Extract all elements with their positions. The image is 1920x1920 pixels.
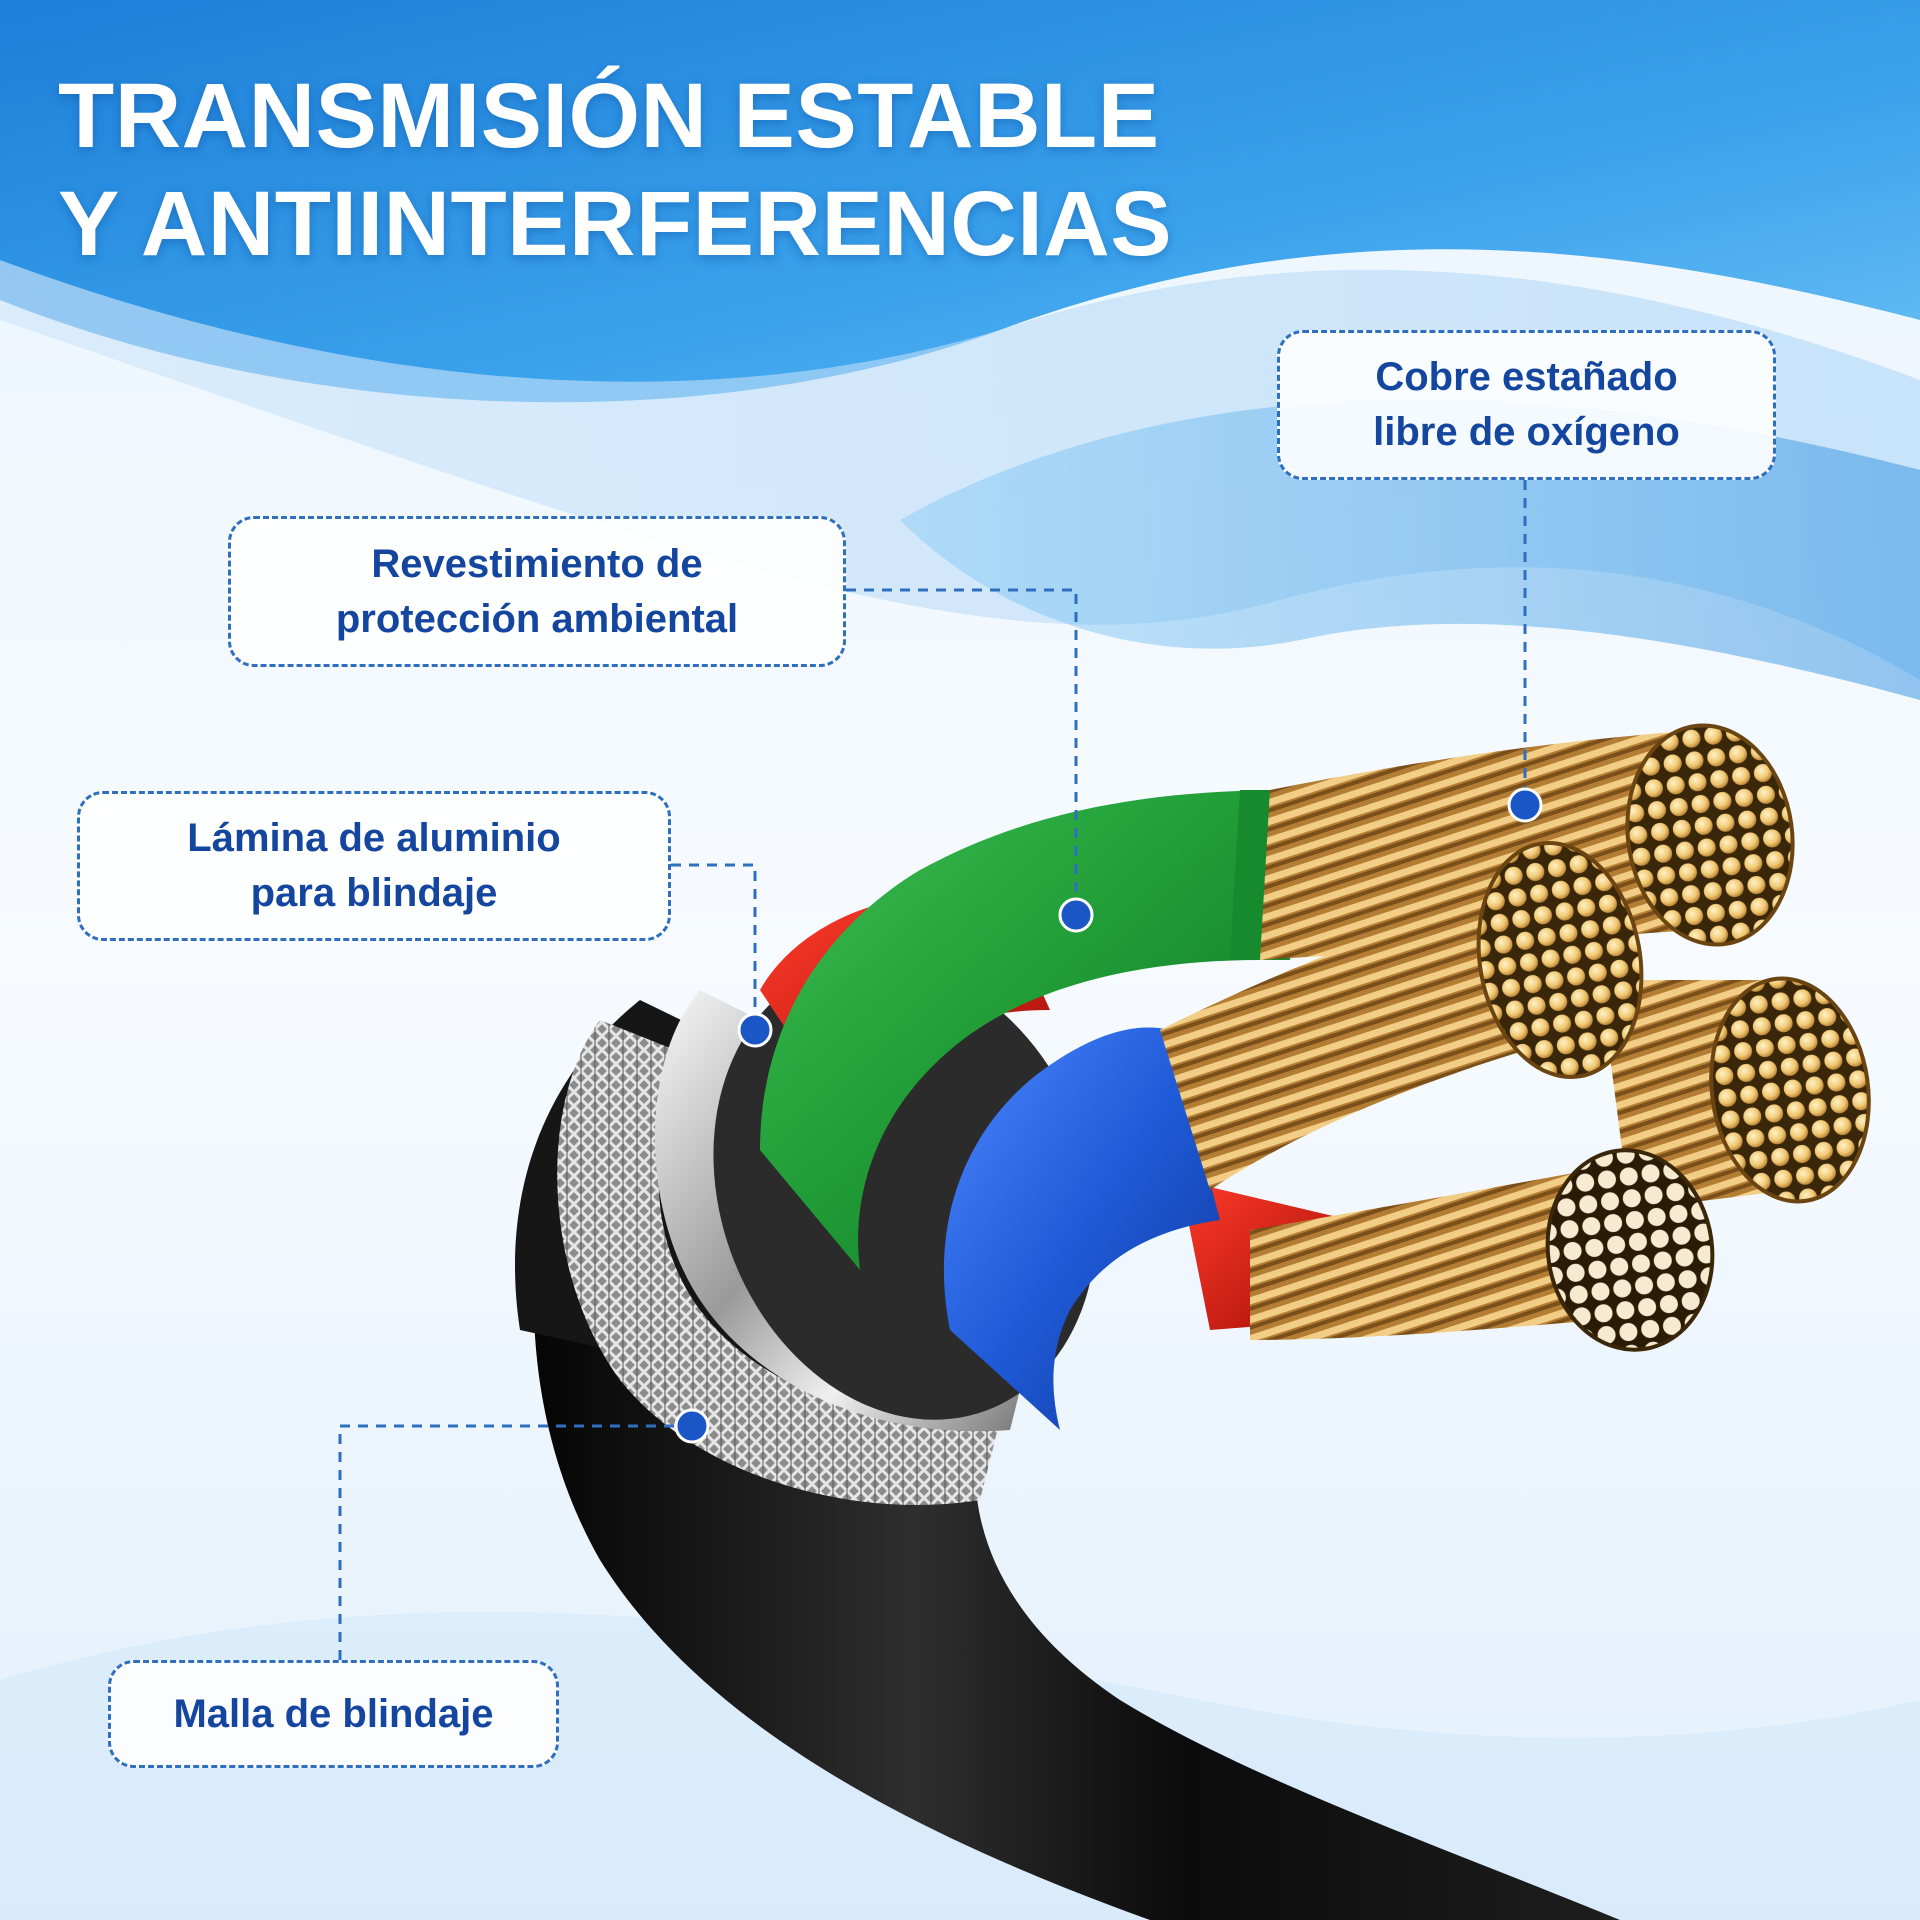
copper-bundle-bottom: [1250, 1170, 1600, 1340]
callout-tinned-copper-line-1: Cobre estañado: [1375, 355, 1678, 399]
strand-end-right: [1709, 976, 1871, 1204]
headline-line-1: TRANSMISIÓN ESTABLE: [58, 65, 1160, 167]
headline-line-2: Y ANTIINTERFERENCIAS: [58, 173, 1173, 275]
headline-title: TRANSMISIÓN ESTABLE Y ANTIINTERFERENCIAS: [58, 62, 1172, 278]
callout-shielding-mesh-line-1: Malla de blindaje: [173, 1691, 494, 1736]
callout-shielding-mesh: Malla de blindaje: [108, 1660, 559, 1768]
callout-protective-jacket: Revestimiento de protección ambiental: [228, 516, 846, 667]
leader-jacket: [846, 588, 1078, 915]
callout-protective-jacket-line-1: Revestimiento de: [371, 541, 703, 586]
callout-protective-jacket-line-2: protección ambiental: [335, 596, 739, 641]
strand-end-bottom: [1545, 1148, 1715, 1352]
leader-foil: [671, 863, 757, 1030]
callout-aluminum-foil-line-1: Lámina de aluminio: [187, 816, 561, 860]
copper-bundle-middle: [1160, 880, 1560, 1190]
strand-end-middle: [1476, 840, 1644, 1080]
callout-tinned-copper: Cobre estañado libre de oxígeno: [1277, 330, 1776, 480]
callout-tinned-copper-line-2: libre de oxígeno: [1373, 410, 1680, 454]
leader-mesh: [338, 1424, 692, 1660]
marker-dot-foil: [737, 1012, 773, 1048]
aluminum-foil: [655, 990, 1020, 1432]
callout-aluminum-foil: Lámina de aluminio para blindaje: [77, 791, 671, 941]
strand-end-top: [1625, 723, 1795, 947]
marker-dot-jacket: [1058, 897, 1094, 933]
green-wire: [760, 790, 1290, 1270]
marker-dot-copper: [1507, 787, 1543, 823]
marker-dot-mesh: [674, 1408, 710, 1444]
braided-mesh: [557, 1020, 1000, 1505]
wave-top: [0, 0, 1920, 403]
callout-aluminum-foil-line-2: para blindaje: [250, 871, 498, 915]
blue-wire: [943, 1027, 1220, 1430]
